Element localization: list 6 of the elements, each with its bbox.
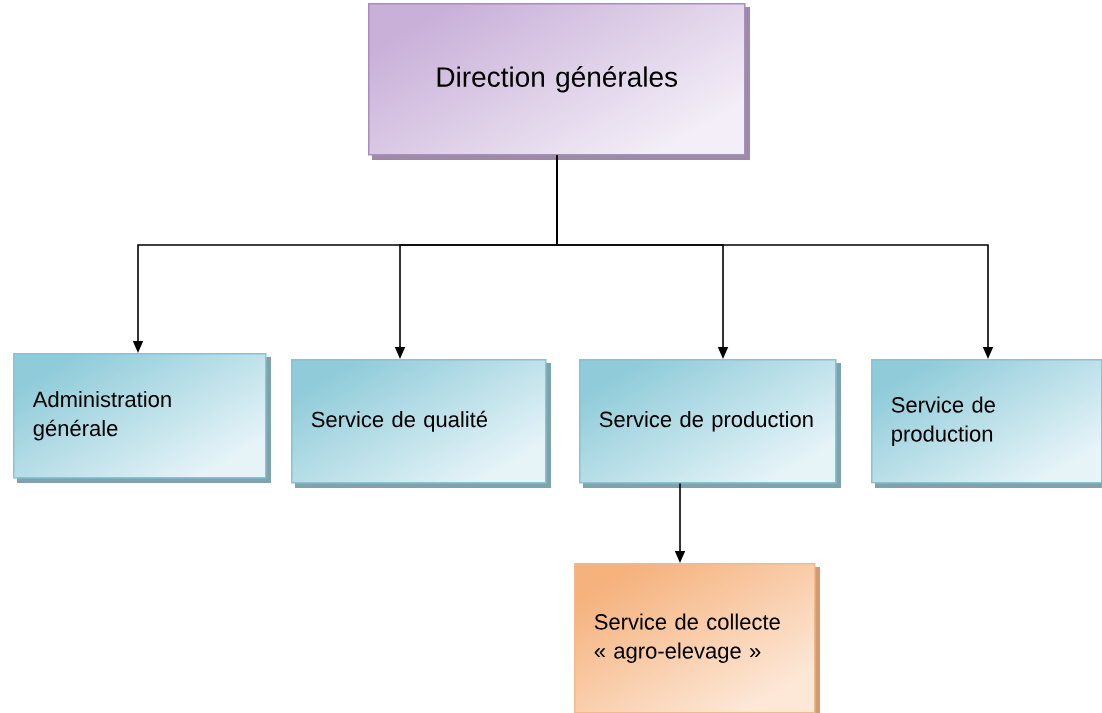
- sub-department-box: Service de collecte « agro-elevage »: [574, 563, 820, 713]
- department-box: Service de production: [871, 359, 1102, 488]
- department-box: Administration générale: [13, 353, 271, 483]
- department-box: Service de production: [579, 359, 841, 488]
- department-box: Service de qualité: [291, 359, 551, 488]
- title-box: Direction générales: [368, 3, 750, 160]
